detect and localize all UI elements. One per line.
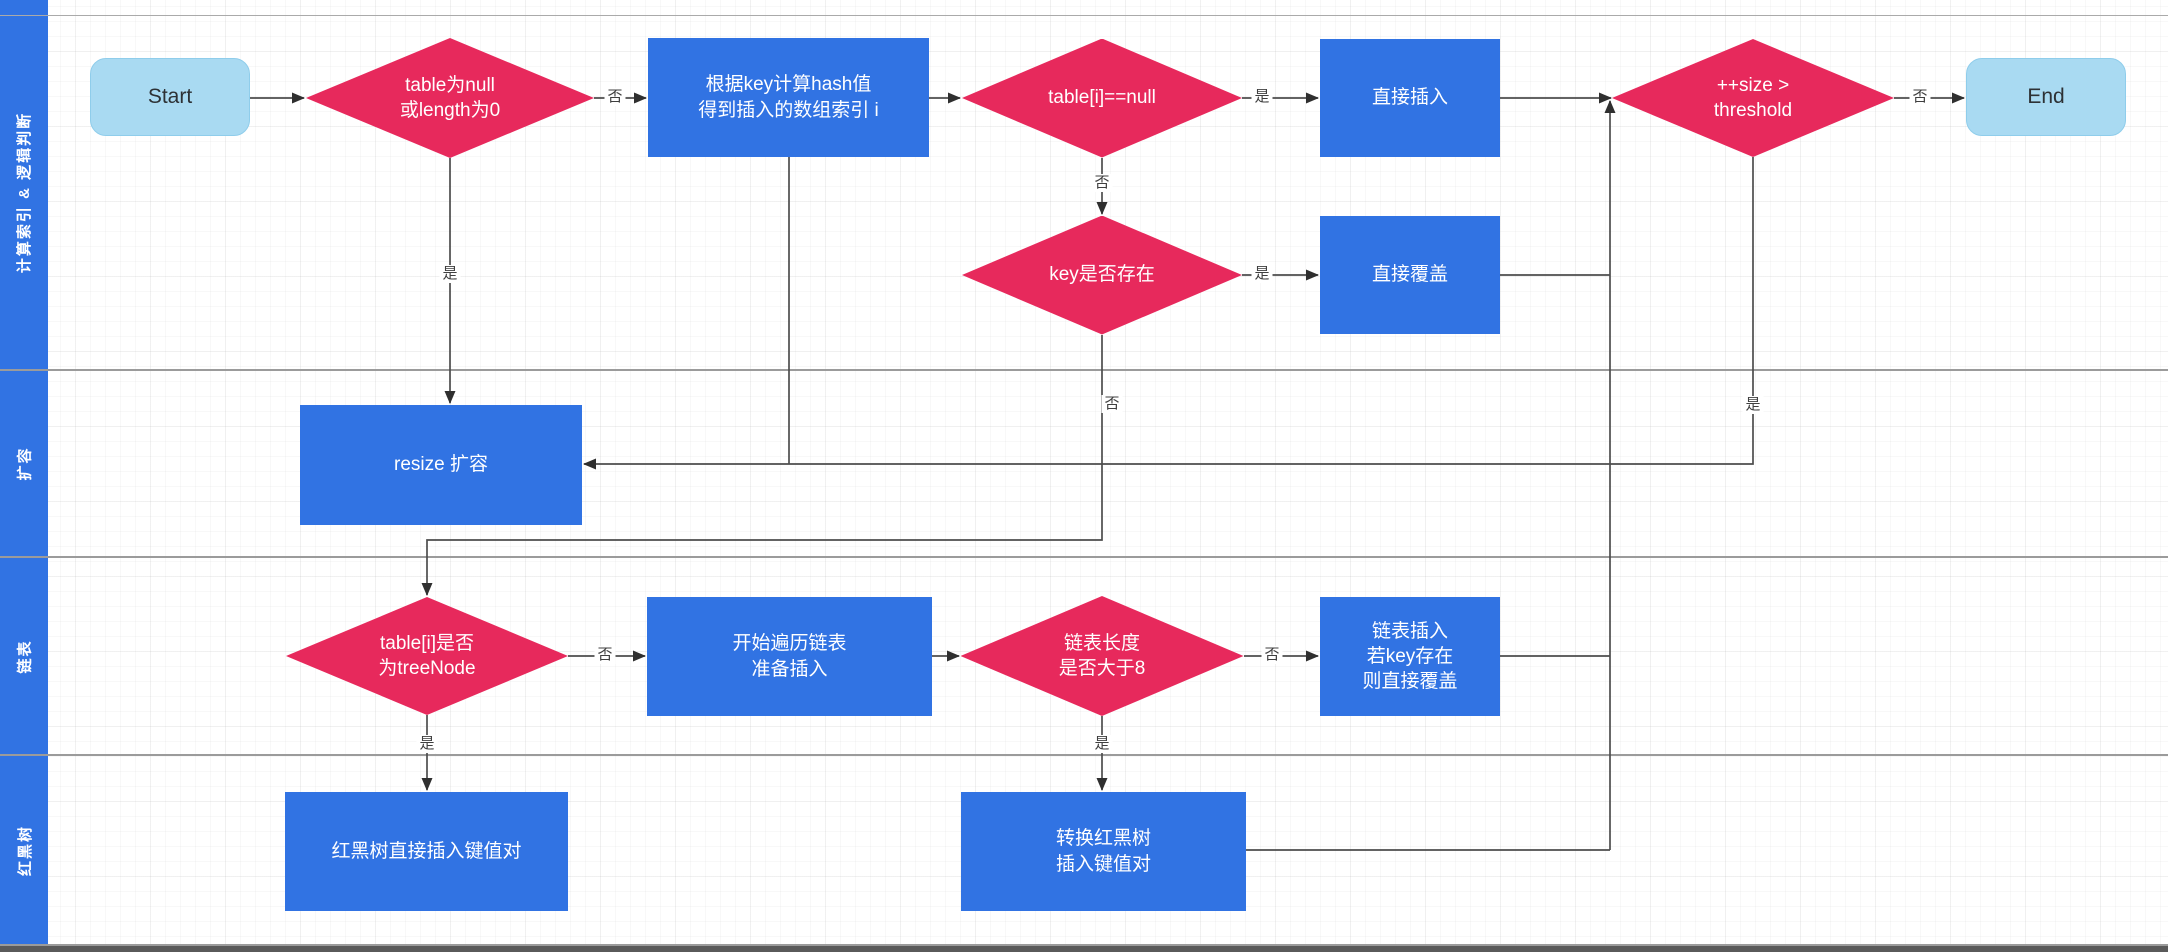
edge-label-否: 否 xyxy=(1909,88,1931,106)
node-process-list-insert[interactable]: 链表插入若key存在则直接覆盖 xyxy=(1320,597,1500,716)
node-process-rbtree-insert[interactable]: 红黑树直接插入键值对 xyxy=(285,792,568,911)
node-label-line: 是否大于8 xyxy=(1058,658,1146,679)
pool-top-border xyxy=(0,15,2168,16)
pool-bottom-border xyxy=(0,944,2168,946)
node-label-line: 则直接覆盖 xyxy=(1362,671,1458,693)
node-label-line: threshold xyxy=(1713,100,1793,121)
node-label-line: 直接覆盖 xyxy=(1371,264,1448,286)
node-label-line: table为null xyxy=(405,74,495,96)
edge-label-否: 否 xyxy=(1261,646,1283,664)
node-label: End xyxy=(2027,85,2065,109)
node-process-resize[interactable]: resize 扩容 xyxy=(300,405,582,525)
edge-label-是: 是 xyxy=(1251,265,1273,283)
node-process-traverse-list[interactable]: 开始遍历链表准备插入 xyxy=(647,597,932,716)
node-label-line: 红黑树直接插入键值对 xyxy=(331,840,522,862)
node-label-line: key是否存在 xyxy=(1049,264,1155,286)
edge-size-threshold-yes-to-resize xyxy=(583,157,1754,470)
node-label-line: 为treeNode xyxy=(378,658,476,679)
node-process-compute-hash[interactable]: 根据key计算hash值得到插入的数组索引 i xyxy=(648,38,929,157)
node-label-line: 若key存在 xyxy=(1366,645,1454,667)
edge-key-exists-no-to-is-treenode xyxy=(421,335,1103,596)
node-label-line: 开始遍历链表 xyxy=(732,633,847,655)
node-label-line: table[i]是否 xyxy=(380,632,474,654)
node-label-line: 链表插入 xyxy=(1371,620,1448,642)
edge-label-否: 否 xyxy=(1101,395,1123,413)
node-label-line: resize 扩容 xyxy=(394,454,488,476)
lane-divider xyxy=(0,754,2168,756)
node-label-line: 或length为0 xyxy=(399,100,501,121)
edge-label-是: 是 xyxy=(1091,735,1113,753)
edge-label-是: 是 xyxy=(416,735,438,753)
node-process-direct-insert[interactable]: 直接插入 xyxy=(1320,39,1500,157)
node-label-line: 转换红黑树 xyxy=(1055,828,1151,850)
node-label-line: 得到插入的数组索引 i xyxy=(698,99,879,121)
node-end[interactable]: End xyxy=(1966,58,2126,136)
node-label-line: 直接插入 xyxy=(1371,87,1448,109)
node-label-line: 插入键值对 xyxy=(1055,853,1151,875)
node-label-line: 链表长度 xyxy=(1063,632,1140,654)
node-start[interactable]: Start xyxy=(90,58,250,136)
node-label-line: table[i]==null xyxy=(1048,87,1156,109)
node-label-line: 准备插入 xyxy=(751,658,828,680)
swimlane-sidebar xyxy=(0,0,48,945)
edge-label-否: 否 xyxy=(1091,174,1113,192)
node-process-convert-rbtree[interactable]: 转换红黑树插入键值对 xyxy=(961,792,1246,911)
node-label-line: 根据key计算hash值 xyxy=(705,74,872,96)
node-label: Start xyxy=(147,85,193,109)
canvas-bottom-edge xyxy=(0,946,2168,952)
edge-label-是: 是 xyxy=(1251,88,1273,106)
node-label-line: ++size > xyxy=(1716,74,1790,96)
edge-label-是: 是 xyxy=(1742,396,1764,414)
edge-label-是: 是 xyxy=(439,265,461,283)
lane-divider xyxy=(0,369,2168,371)
edge-label-否: 否 xyxy=(594,646,616,664)
node-process-direct-overwrite[interactable]: 直接覆盖 xyxy=(1320,216,1500,334)
edge-label-否: 否 xyxy=(604,88,626,106)
lane-divider xyxy=(0,556,2168,558)
